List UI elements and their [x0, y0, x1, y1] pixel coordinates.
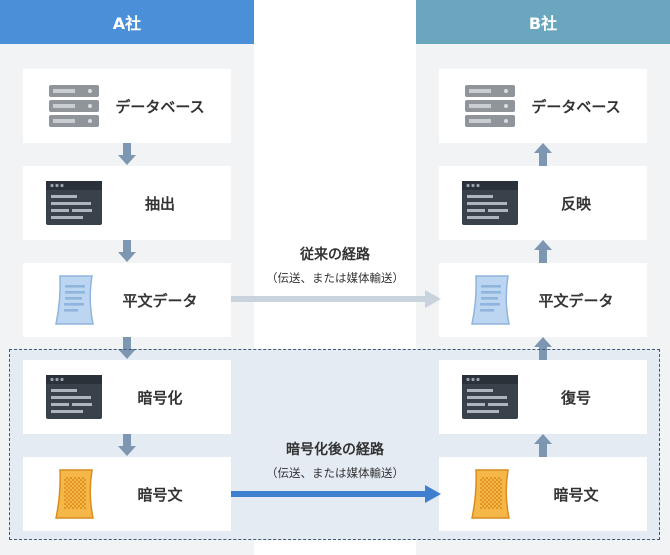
cipher-document-icon — [45, 468, 103, 520]
terminal-icon — [45, 371, 103, 423]
terminal-icon — [45, 177, 103, 229]
b-reflect-label: 反映 — [560, 194, 591, 213]
plain-document-icon — [461, 274, 519, 326]
arrow-up-icon — [534, 434, 552, 457]
b-database-card: データベース — [439, 69, 647, 143]
a-extract-label: 抽出 — [144, 194, 175, 213]
encrypted-route-title: 暗号化後の経路 — [286, 442, 384, 458]
b-reflect-card: 反映 — [439, 166, 647, 240]
a-plaintext-card: 平文データ — [23, 263, 231, 337]
a-database-card: データベース — [23, 69, 231, 143]
terminal-icon — [461, 371, 519, 423]
a-ciphertext-card: 暗号文 — [23, 457, 231, 531]
plain-document-icon — [45, 274, 103, 326]
encrypted-route-arrow — [231, 485, 441, 503]
b-plaintext-card: 平文データ — [439, 263, 647, 337]
b-database-label: データベース — [531, 97, 621, 116]
server-icon — [45, 80, 103, 132]
arrow-up-icon — [534, 143, 552, 166]
arrow-down-icon — [118, 143, 136, 165]
arrow-down-icon — [118, 337, 136, 359]
a-extract-card: 抽出 — [23, 166, 231, 240]
arrow-up-icon — [534, 337, 552, 360]
b-ciphertext-card: 暗号文 — [439, 457, 647, 531]
encrypted-route-note: （伝送、または媒体輸送） — [266, 466, 404, 480]
company-b-header: B社 — [416, 0, 670, 44]
a-plaintext-label: 平文データ — [122, 291, 198, 310]
a-encrypt-label: 暗号化 — [137, 388, 183, 407]
b-decrypt-card: 復号 — [439, 360, 647, 434]
encrypted-route-caption: 暗号化後の経路 （伝送、または媒体輸送） — [254, 439, 416, 481]
arrow-up-icon — [534, 240, 552, 263]
a-database-label: データベース — [115, 97, 205, 116]
cipher-document-icon — [461, 468, 519, 520]
encryption-zone-border — [9, 349, 660, 540]
conventional-route-arrow — [231, 290, 441, 308]
company-a-header: A社 — [0, 0, 254, 44]
b-decrypt-label: 復号 — [560, 388, 591, 407]
arrow-down-icon — [118, 240, 136, 262]
conventional-route-note: （伝送、または媒体輸送） — [266, 271, 404, 285]
conventional-route-caption: 従来の経路 （伝送、または媒体輸送） — [254, 244, 416, 286]
b-plaintext-label: 平文データ — [538, 291, 614, 310]
arrow-down-icon — [118, 434, 136, 456]
a-encrypt-card: 暗号化 — [23, 360, 231, 434]
terminal-icon — [461, 177, 519, 229]
server-icon — [461, 80, 519, 132]
a-ciphertext-label: 暗号文 — [137, 485, 183, 504]
b-ciphertext-label: 暗号文 — [553, 485, 599, 504]
conventional-route-title: 従来の経路 — [300, 247, 370, 263]
